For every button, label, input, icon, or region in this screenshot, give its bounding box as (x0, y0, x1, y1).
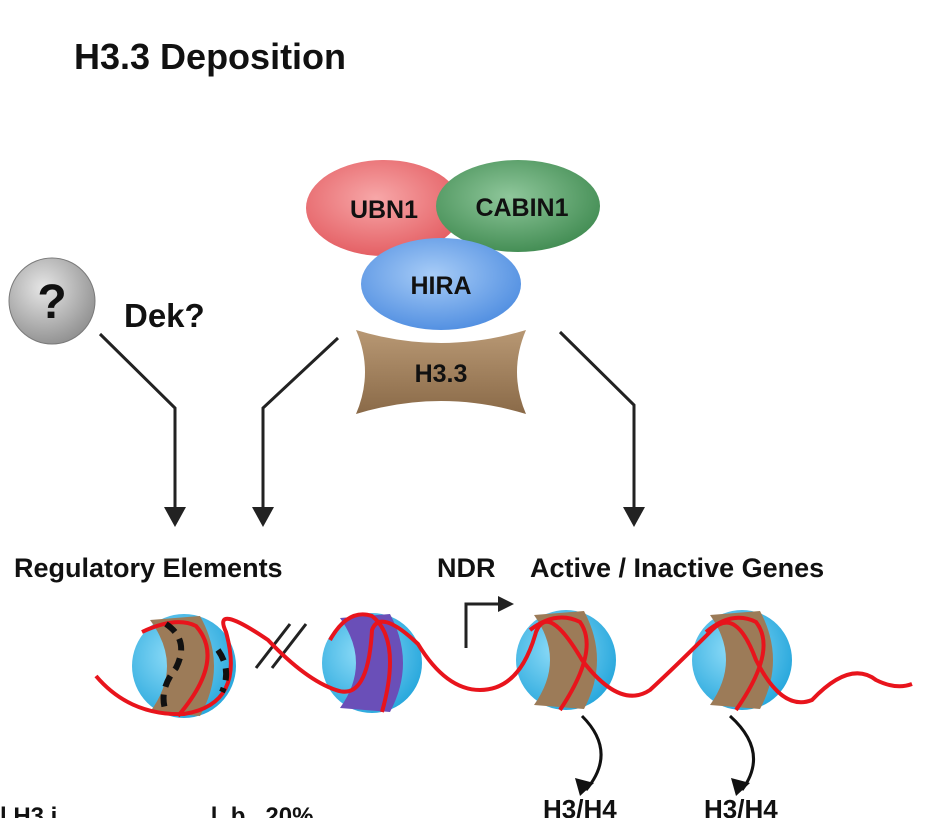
exchange-label-1: H3/H4 (543, 794, 617, 818)
bottom-caption-text: l H3 i l b 20% (0, 803, 313, 818)
arrow-dek-to-regulatory (98, 332, 177, 510)
arrowheads (164, 507, 645, 527)
chromatin-break-icon (254, 623, 308, 669)
exchange-arrowhead-2 (731, 778, 750, 796)
hira-subunit (361, 238, 521, 330)
tss-arrow (464, 602, 500, 648)
arrowhead-2 (252, 507, 274, 527)
dek-label: Dek? (124, 297, 205, 334)
ndr-label: NDR (437, 553, 496, 583)
ubn1-subunit (306, 160, 462, 256)
cabin1-label: CABIN1 (475, 194, 568, 222)
exchange-arrows (580, 714, 756, 791)
question-mark: ? (37, 276, 66, 329)
arrowhead-1 (164, 507, 186, 527)
dna-wraps (141, 612, 766, 718)
diagram-title: H3.3 Deposition (74, 36, 346, 77)
nucleosome-3 (516, 610, 616, 710)
regulatory-elements-label: Regulatory Elements (14, 553, 283, 583)
h33-label: H3.3 (415, 360, 468, 388)
unknown-factor: ? Dek? (8, 257, 205, 345)
deposition-arrows (98, 330, 636, 510)
question-circle-icon (8, 257, 96, 345)
arrowhead-3 (623, 507, 645, 527)
genes-label: Active / Inactive Genes (530, 553, 824, 583)
hira-complex: UBN1 CABIN1 HIRA H3.3 (306, 160, 600, 414)
tss-arrowhead (498, 596, 514, 612)
hira-label: HIRA (410, 272, 471, 300)
cabin1-subunit (436, 160, 600, 252)
dna-strand (94, 616, 913, 717)
h33-histone (356, 330, 526, 414)
arrow-complex-to-genes (558, 330, 636, 510)
nucleosome-4 (692, 610, 792, 710)
exchange-arrow-1 (580, 714, 603, 791)
exchange-arrowhead-1 (575, 778, 594, 796)
ubn1-label: UBN1 (350, 196, 418, 224)
arrow-complex-to-regulatory (261, 336, 340, 510)
regulatory-marks (160, 621, 230, 714)
exchange-label-2: H3/H4 (704, 794, 778, 818)
